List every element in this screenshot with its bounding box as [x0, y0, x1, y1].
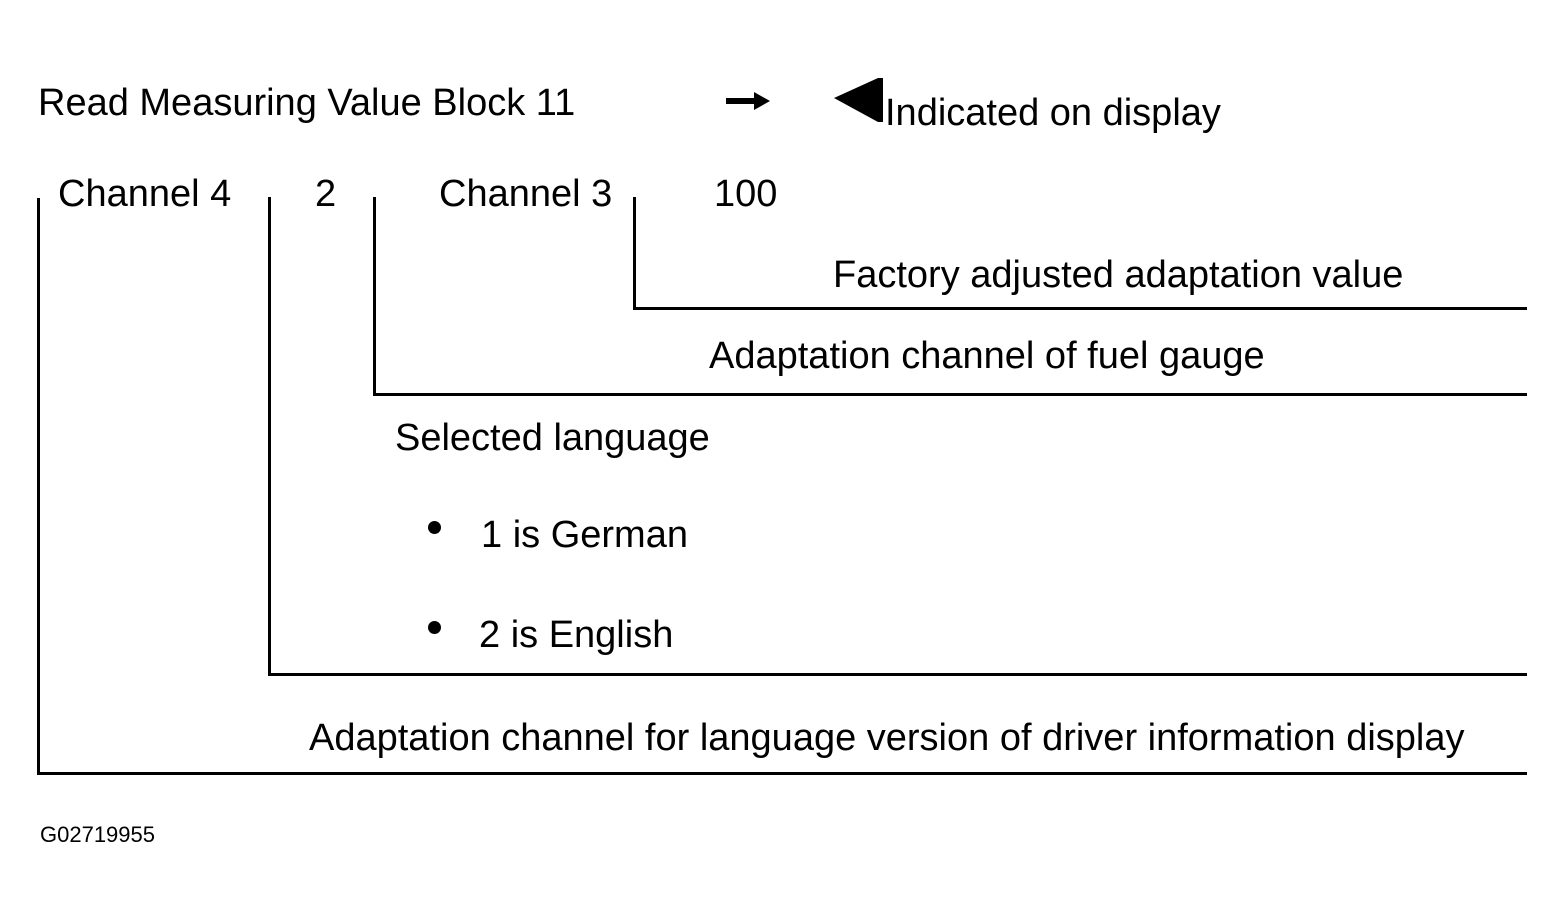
channel-4-value-description: Selected language	[395, 417, 710, 459]
channel-3-bracket-line	[373, 197, 376, 396]
right-arrow-icon	[726, 92, 770, 110]
bullet-icon	[428, 521, 441, 534]
channel-4-leader-line	[37, 772, 1527, 775]
channel-3-value: 100	[714, 173, 778, 215]
language-option: 1 is German	[481, 514, 688, 556]
channel-3-leader-line	[373, 393, 1527, 396]
display-note: Indicated on display	[885, 92, 1221, 134]
channel-4-value-bracket-line	[268, 197, 271, 676]
channel-4-value: 2	[315, 173, 337, 215]
channel-4-bracket-line	[37, 198, 40, 775]
channel-4-label: Channel 4	[58, 173, 232, 215]
channel-4-description: Adaptation channel for language version …	[309, 717, 1465, 759]
figure-code: G02719955	[40, 822, 155, 847]
channel-3-label: Channel 3	[439, 173, 613, 215]
language-option: 2 is English	[479, 614, 674, 656]
channel-3-value-bracket-line	[633, 197, 636, 310]
block-title: Read Measuring Value Block 11	[38, 82, 576, 124]
channel-4-value-leader-line	[268, 673, 1527, 676]
channel-3-value-description: Factory adjusted adaptation value	[833, 254, 1404, 296]
left-pointer-icon	[834, 78, 883, 122]
channel-3-value-leader-line	[633, 307, 1527, 310]
bullet-icon	[428, 621, 441, 634]
channel-3-description: Adaptation channel of fuel gauge	[709, 335, 1265, 377]
